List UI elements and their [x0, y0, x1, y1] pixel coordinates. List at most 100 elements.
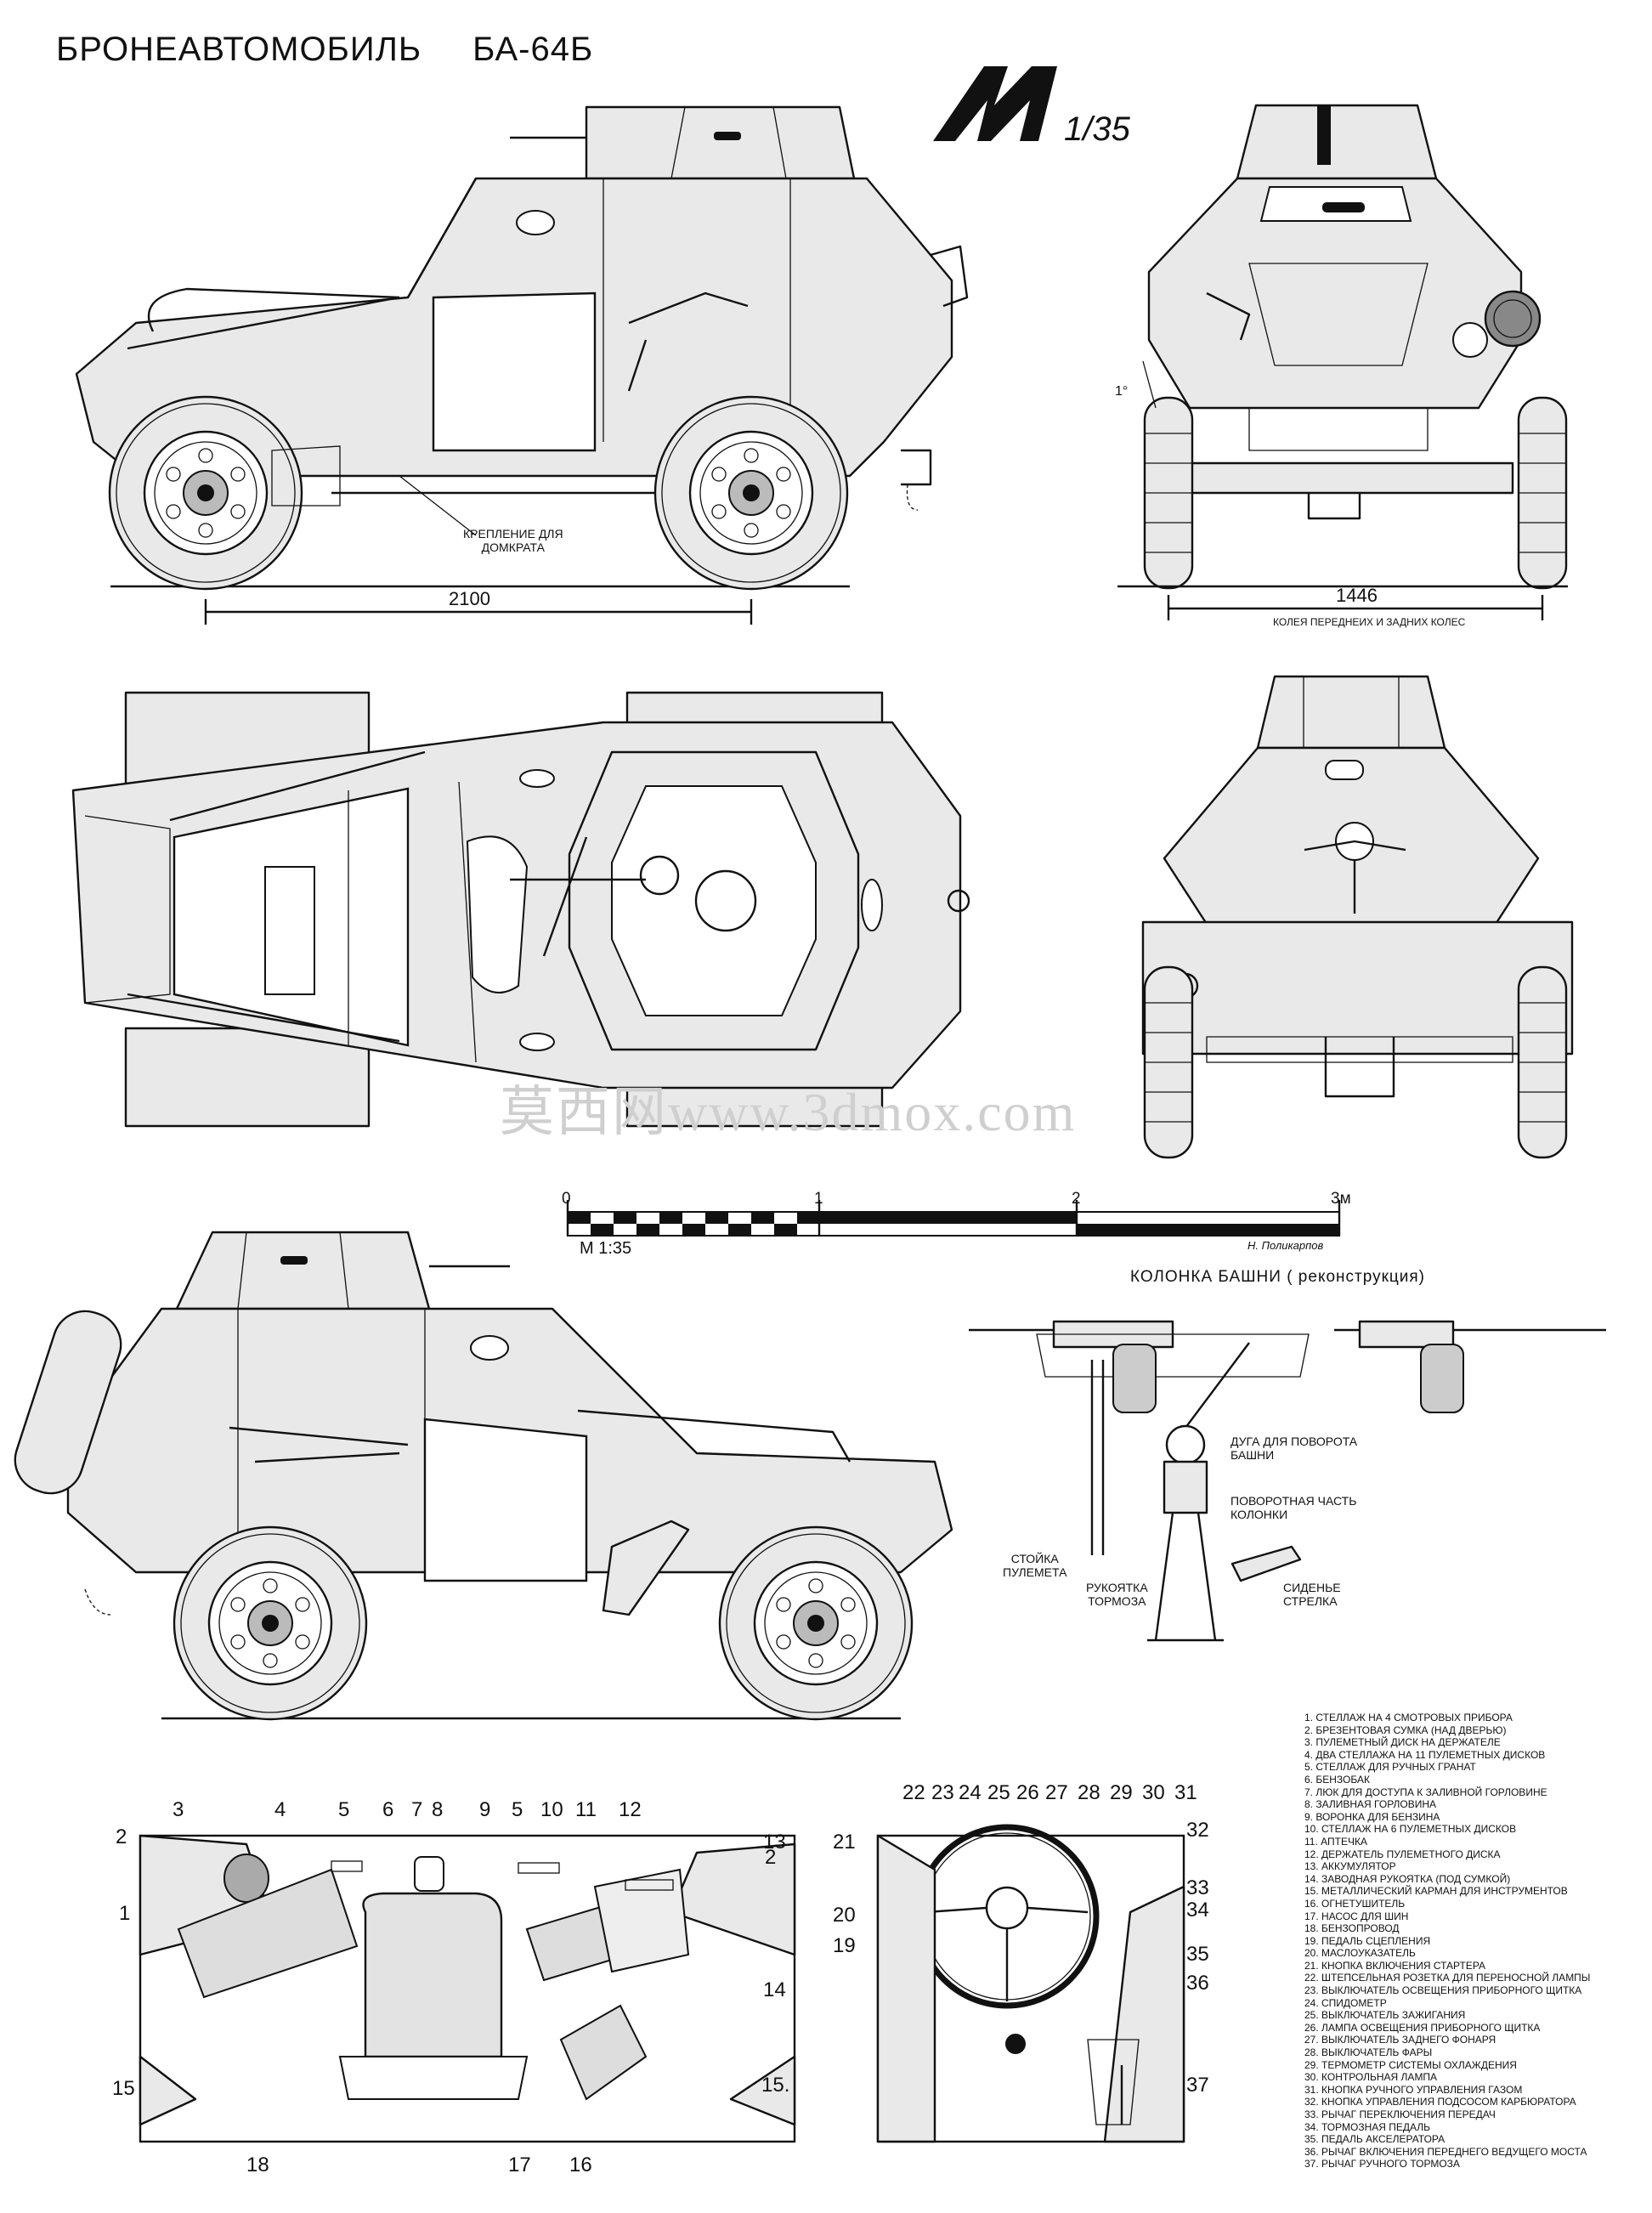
callout-14: 14 — [763, 1978, 786, 2001]
track-caption: КОЛЕЯ ПЕРЕДНЕИХ И ЗАДНИХ КОЛЕС — [1273, 616, 1466, 628]
interior-left-drawing — [139, 1834, 796, 2143]
legend-item: 22. ШТЕПСЕЛЬНАЯ РОЗЕТКА ДЛЯ ПЕРЕНОСНОЙ Л… — [1304, 1972, 1591, 1984]
callout-29: 29 — [1110, 1781, 1133, 1804]
legend-item: 3. ПУЛЕМЕТНЫЙ ДИСК НА ДЕРЖАТЕЛЕ — [1304, 1736, 1501, 1749]
legend-item: 26. ЛАМПА ОСВЕЩЕНИЯ ПРИБОРНОГО ЩИТКА — [1304, 2021, 1541, 2034]
callout-15a: 15 — [112, 2077, 135, 2100]
legend-item: 33. РЫЧАГ ПЕРЕКЛЮЧЕНИЯ ПЕРЕДАЧ — [1304, 2108, 1496, 2120]
legend-item: 7. ЛЮК ДЛЯ ДОСТУПА К ЗАЛИВНОЙ ГОРЛОВИНЕ — [1304, 1786, 1547, 1798]
scale-tick-1: 1 — [814, 1190, 823, 1208]
scale-label: M 1:35 — [580, 1239, 632, 1258]
top-view — [71, 691, 970, 1128]
callout-5b: 5 — [512, 1798, 523, 1821]
callout-2b: 2 — [765, 1846, 777, 1869]
callout-4: 4 — [274, 1798, 286, 1821]
callout-36: 36 — [1186, 1972, 1209, 1995]
callout-17: 17 — [508, 2154, 531, 2176]
callout-24: 24 — [959, 1781, 982, 1804]
legend-item: 20. МАСЛОУКАЗАТЕЛЬ — [1304, 1947, 1416, 1960]
author-credit: Н. Поликарпов — [1247, 1239, 1324, 1252]
scale-bar — [566, 1200, 1341, 1237]
legend-item: 19. ПЕДАЛЬ СЦЕПЛЕНИЯ — [1304, 1934, 1431, 1947]
legend-item: 23. ВЫКЛЮЧАТЕЛЬ ОСВЕЩЕНИЯ ПРИБОРНОГО ЩИТ… — [1304, 1984, 1582, 1997]
legend-item: 1. СТЕЛЛАЖ НА 4 СМОТРОВЫХ ПРИБОРА — [1304, 1712, 1513, 1723]
callout-23: 23 — [931, 1781, 954, 1804]
legend-item: 11. АПТЕЧКА — [1304, 1835, 1367, 1848]
legend-item: 10. СТЕЛЛАЖ НА 6 ПУЛЕМЕТНЫХ ДИСКОВ — [1304, 1823, 1517, 1836]
side-view-left — [75, 105, 969, 591]
turret-column-title: КОЛОНКА БАШНИ ( реконструкция) — [1130, 1268, 1426, 1286]
legend-item: 17. НАСОС ДЛЯ ШИН — [1304, 1910, 1409, 1922]
legend-item: 15. МЕТАЛЛИЧЕСКИЙ КАРМАН ДЛЯ ИНСТРУМЕНТО… — [1304, 1885, 1568, 1898]
scale-tick-0: 0 — [562, 1190, 571, 1208]
track-dimension-line — [1167, 595, 1544, 620]
callout-28: 28 — [1078, 1781, 1100, 1804]
callout-37: 37 — [1186, 2074, 1209, 2097]
callout-9: 9 — [479, 1798, 491, 1821]
callout-1: 1 — [119, 1902, 131, 1925]
legend-item: 24. СПИДОМЕТР — [1304, 1996, 1387, 2009]
legend-item: 6. БЕНЗОБАК — [1304, 1773, 1370, 1786]
callout-33: 33 — [1186, 1876, 1209, 1899]
callout-16: 16 — [569, 2154, 592, 2176]
callout-22: 22 — [902, 1781, 925, 1804]
legend-item: 16. ОГНЕТУШИТЕЛЬ — [1304, 1897, 1406, 1910]
callout-7: 7 — [411, 1798, 423, 1821]
angle-label: 1° — [1115, 384, 1129, 399]
callout-18: 18 — [246, 2154, 269, 2176]
callout-6: 6 — [382, 1798, 394, 1821]
legend-item: 9. ВОРОНКА ДЛЯ БЕНЗИНА — [1304, 1810, 1440, 1823]
title-name: БРОНЕАВТОМОБИЛЬ — [56, 31, 422, 68]
legend-item: 21. КНОПКА ВКЛЮЧЕНИЯ СТАРТЕРА — [1304, 1959, 1486, 1972]
callout-5a: 5 — [338, 1798, 350, 1821]
callout-30: 30 — [1142, 1781, 1165, 1804]
legend-item: 35. ПЕДАЛЬ АКСЕЛЕРАТОРА — [1304, 2133, 1446, 2146]
legend-item: 8. ЗАЛИВНАЯ ГОРЛОВИНА — [1304, 1798, 1437, 1811]
turret-column-drawing — [969, 1320, 1606, 1642]
legend-item: 32. КНОПКА УПРАВЛЕНИЯ ПОДСОСОМ КАРБЮРАТО… — [1304, 2096, 1576, 2108]
legend-item: 4. ДВА СТЕЛЛАЖА НА 11 ПУЛЕМЕТНЫХ ДИСКОВ — [1304, 1748, 1546, 1761]
front-view — [1117, 104, 1568, 590]
page-title: БРОНЕАВТОМОБИЛЬ БА-64Б — [56, 31, 593, 69]
callout-21: 21 — [833, 1831, 856, 1854]
callout-27: 27 — [1045, 1781, 1068, 1804]
callout-31: 31 — [1174, 1781, 1197, 1804]
label-brake-handle: РУКОЯТКА ТОРМОЗА — [1086, 1581, 1148, 1608]
label-mg-post: СТОЙКА ПУЛЕМЕТА — [1003, 1552, 1067, 1579]
title-model: БА-64Б — [472, 31, 594, 68]
legend-item: 31. КНОПКА РУЧНОГО УПРАВЛЕНИЯ ГАЗОМ — [1304, 2083, 1523, 2096]
legend-item: 18. БЕНЗОПРОВОД — [1304, 1922, 1400, 1935]
legend-item: 37. РЫЧАГ РУЧНОГО ТОРМОЗА — [1304, 2158, 1460, 2171]
dim-wheelbase: 2100 — [449, 588, 490, 609]
callout-26: 26 — [1016, 1781, 1039, 1804]
legend-item: 13. АККУМУЛЯТОР — [1304, 1860, 1396, 1873]
legend-item: 29. ТЕРМОМЕТР СИСТЕМЫ ОХЛАЖДЕНИЯ — [1304, 2058, 1517, 2071]
legend-item: 25. ВЫКЛЮЧАТЕЛЬ ЗАЖИГАНИЯ — [1304, 2009, 1466, 2022]
label-rotating-part: ПОВОРОТНАЯ ЧАСТЬ КОЛОНКИ — [1231, 1494, 1357, 1521]
legend-item: 5. СТЕЛЛАЖ ДЛЯ РУЧНЫХ ГРАНАТ — [1304, 1761, 1476, 1774]
interior-right-drawing — [876, 1824, 1185, 2143]
legend-item: 27. ВЫКЛЮЧАТЕЛЬ ЗАДНЕГО ФОНАРЯ — [1304, 2034, 1496, 2046]
legend-item: 30. КОНТРОЛЬНАЯ ЛАМПА — [1304, 2071, 1438, 2084]
scale-badge: 1/35 — [1064, 110, 1130, 148]
callout-2a: 2 — [116, 1825, 127, 1848]
parts-legend: 1. СТЕЛЛАЖ НА 4 СМОТРОВЫХ ПРИБОРА 2. БРЕ… — [1304, 1712, 1590, 2171]
watermark-text: 莫西网www.3dmox.com — [500, 1082, 1076, 1142]
callout-15b: 15. — [761, 2074, 790, 2097]
callout-35: 35 — [1186, 1943, 1209, 1966]
callout-10: 10 — [540, 1798, 563, 1821]
legend-item: 12. ДЕРЖАТЕЛЬ ПУЛЕМЕТНОГО ДИСКА — [1304, 1848, 1501, 1860]
legend-item: 34. ТОРМОЗНАЯ ПЕДАЛЬ — [1304, 2120, 1431, 2133]
callout-34: 34 — [1186, 1899, 1209, 1922]
legend-item: 2. БРЕЗЕНТОВАЯ СУМКА (НАД ДВЕРЬЮ) — [1304, 1723, 1507, 1736]
rear-view — [1141, 675, 1574, 1159]
callout-19: 19 — [833, 1934, 856, 1957]
side-view-right — [14, 1231, 953, 1721]
publisher-logo — [933, 66, 1057, 141]
callout-25: 25 — [987, 1781, 1010, 1804]
callout-12: 12 — [619, 1798, 642, 1821]
callout-11: 11 — [575, 1798, 597, 1821]
wheelbase-dimension-line — [204, 475, 753, 625]
legend-item: 36. РЫЧАГ ВКЛЮЧЕНИЯ ПЕРЕДНЕГО ВЕДУЩЕГО М… — [1304, 2145, 1587, 2158]
